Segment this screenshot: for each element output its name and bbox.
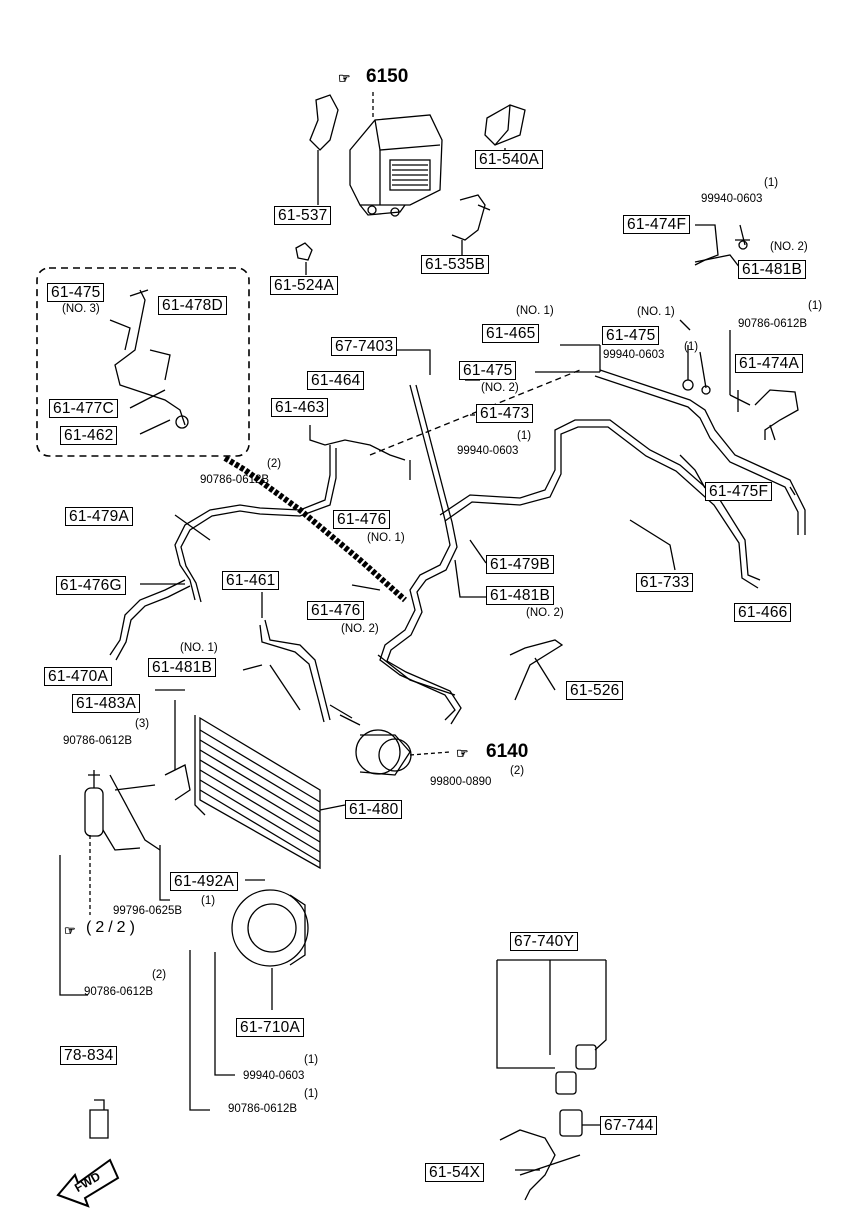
bolt-number: 90786-0612B	[738, 318, 808, 330]
fwd-arrow-shape	[56, 1158, 120, 1208]
reference-pointer-icon: ☞	[456, 745, 469, 761]
bolt-number: 99940-0603	[603, 349, 665, 361]
part-label-61-492A: 61-492A	[170, 872, 239, 891]
qty-note: (1)	[201, 895, 216, 907]
qty-note: (1)	[304, 1088, 319, 1100]
variant-note: (NO. 2)	[341, 623, 379, 635]
part-label-61-473: 61-473	[476, 404, 534, 423]
reference-pointer-icon: ☞	[64, 923, 76, 938]
variant-note: (NO. 1)	[367, 532, 405, 544]
part-label-61-479A: 61-479A	[65, 507, 134, 526]
compressor-drawing	[329, 704, 412, 776]
part-label-61-474F: 61-474F	[623, 215, 691, 234]
condenser-drawing	[194, 715, 321, 870]
part-label-61-476-b: 61-476	[307, 601, 365, 620]
part-label-61-483A: 61-483A	[72, 694, 141, 713]
part-label-61-462: 61-462	[60, 426, 118, 445]
part-label-61-710A: 61-710A	[236, 1018, 305, 1037]
bolt-number: 99940-0603	[701, 193, 763, 205]
part-label-61-475-a: 61-475	[47, 283, 105, 302]
fan-drawing	[231, 889, 309, 967]
bolt-number: 90786-0612B	[228, 1103, 298, 1115]
qty-note: (1)	[808, 300, 823, 312]
part-label-78-834: 78-834	[60, 1046, 118, 1065]
part-label-61-475-b: 61-475	[602, 326, 660, 345]
part-label-61-54X: 61-54X	[425, 1163, 485, 1182]
bolt-number: 99796-0625B	[113, 905, 183, 917]
part-label-67-744: 67-744	[600, 1116, 658, 1135]
part-label-61-537: 61-537	[274, 206, 332, 225]
part-label-61-461: 61-461	[222, 571, 280, 590]
part-label-61-476G: 61-476G	[56, 576, 126, 595]
bolt-number: 99800-0890	[430, 776, 492, 788]
qty-note: (2)	[267, 458, 282, 470]
part-label-61-526: 61-526	[566, 681, 624, 700]
variant-note: (NO. 1)	[516, 305, 554, 317]
bolt-number: 90786-0612B	[84, 986, 154, 998]
bolt-number: 90786-0612B	[200, 474, 270, 486]
part-label-61-474A: 61-474A	[735, 354, 804, 373]
part-label-61-470A: 61-470A	[44, 667, 113, 686]
part-label-61-733: 61-733	[636, 573, 694, 592]
qty-note: (1)	[517, 430, 532, 442]
part-label-61-481B-a: 61-481B	[738, 260, 807, 279]
qty-note: (1)	[764, 177, 779, 189]
part-label-67-740Y: 67-740Y	[510, 932, 579, 951]
variant-note: (NO. 1)	[637, 306, 675, 318]
variant-note: (NO. 1)	[180, 642, 218, 654]
part-6140: 6140	[486, 741, 529, 762]
part-label-61-524A: 61-524A	[270, 276, 339, 295]
receiver-drier-drawing	[84, 770, 141, 851]
part-label-61-466: 61-466	[734, 603, 792, 622]
part-label-67-7403: 67-7403	[331, 337, 398, 356]
part-label-61-480: 61-480	[345, 800, 403, 819]
qty-note: (2)	[510, 765, 525, 777]
variant-note: (NO. 2)	[526, 607, 564, 619]
bolt-number: 99940-0603	[457, 445, 519, 457]
part-label-61-478D: 61-478D	[158, 296, 227, 315]
part-label-61-475-c: 61-475	[459, 361, 517, 380]
part-label-61-465: 61-465	[482, 324, 540, 343]
part-6150: 6150	[366, 66, 409, 87]
bolt-number: 90786-0612B	[63, 735, 133, 747]
bolt-number: 99940-0603	[243, 1070, 305, 1082]
part-label-61-535B: 61-535B	[421, 255, 490, 274]
qty-note: (3)	[135, 718, 150, 730]
part-label-61-540A: 61-540A	[475, 150, 544, 169]
reference-pointer-icon: ☞	[338, 70, 351, 86]
qty-note: (1)	[684, 341, 699, 353]
heater-unit-drawing	[349, 114, 443, 217]
part-label-61-481B-b: 61-481B	[486, 586, 555, 605]
qty-note: (1)	[304, 1054, 319, 1066]
qty-note: (2)	[152, 969, 167, 981]
variant-note: (NO. 2)	[481, 382, 519, 394]
part-label-61-475F: 61-475F	[705, 482, 773, 501]
part-label-61-477C: 61-477C	[49, 399, 118, 418]
part-label-61-464: 61-464	[307, 371, 365, 390]
variant-note: (NO. 2)	[770, 241, 808, 253]
page-reference: (2/2)	[86, 919, 139, 936]
part-label-61-479B: 61-479B	[486, 555, 555, 574]
part-label-61-463: 61-463	[271, 398, 329, 417]
part-label-61-481B-c: 61-481B	[148, 658, 217, 677]
part-label-61-476-a: 61-476	[333, 510, 391, 529]
variant-note: (NO. 3)	[62, 303, 100, 315]
